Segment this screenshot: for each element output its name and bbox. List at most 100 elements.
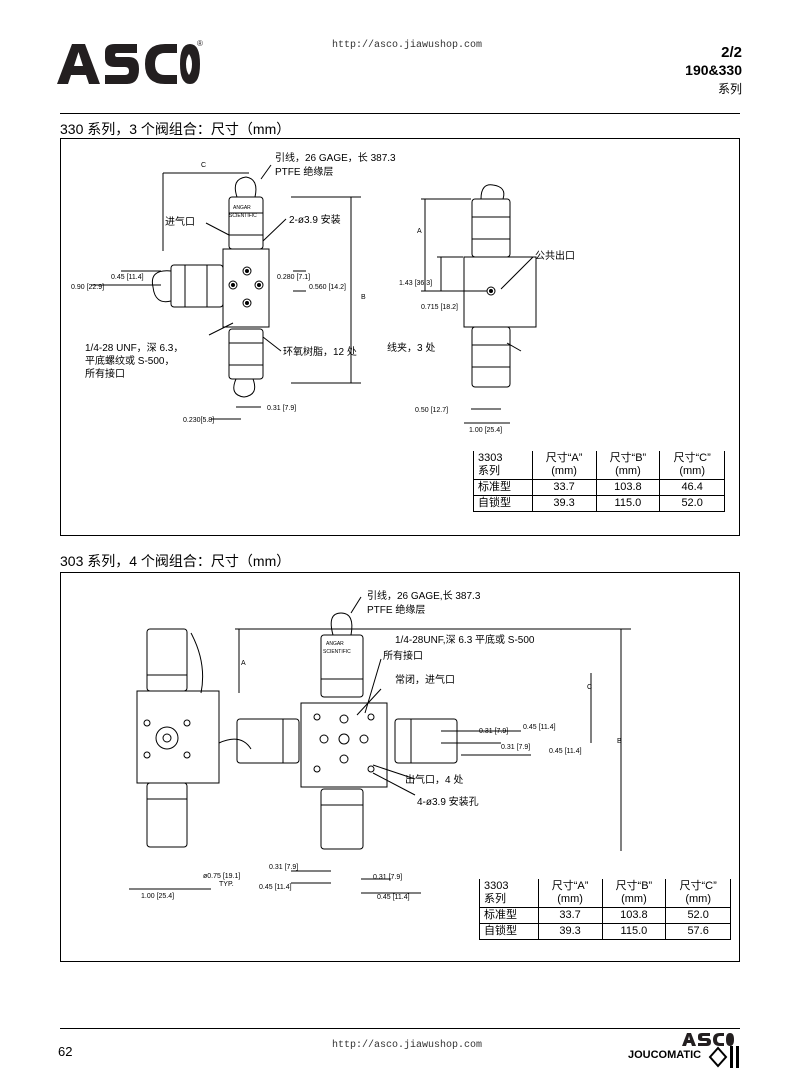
coil-left	[170, 264, 224, 308]
footer-rule	[60, 1028, 740, 1029]
s2-coil-top	[320, 634, 364, 698]
side-coil-bottom	[471, 326, 511, 388]
table-cell: 39.3	[531, 495, 597, 512]
table-cell: 标准型	[479, 907, 539, 924]
s2-coil-left	[236, 718, 300, 764]
table-cell: 52.0	[659, 495, 725, 512]
epoxy-label: 环氧树脂，12 处	[283, 345, 357, 358]
dim-280: 0.280 [7.1]	[277, 274, 310, 281]
asco-logo: ®	[57, 39, 203, 84]
table-header-1: 尺寸“A” (mm)	[537, 879, 603, 908]
common-outlet-label: 公共出口	[535, 249, 575, 262]
lead-label: 引线，26 GAGE，长 387.3	[275, 151, 396, 164]
table-cell: 46.4	[659, 479, 725, 496]
table-header-1: 尺寸“A” (mm)	[531, 451, 597, 480]
section2-title: 303 系列，4 个阀组合：尺寸（mm）	[60, 553, 291, 569]
dim-230: 0.230[5.8]	[183, 417, 214, 424]
s2-dim-031d: 0.31 [7.9]	[373, 874, 402, 881]
table-cell: 自锁型	[479, 923, 539, 940]
table-header-2: 尺寸“B” (mm)	[601, 879, 667, 908]
table-cell: 57.6	[665, 923, 731, 940]
s2-dim-045a: 0.45 [11.4]	[523, 724, 556, 731]
s2-lead-label: 引线，26 GAGE,长 387.3	[367, 589, 481, 602]
s2-nc-inlet-label: 常闭，进气口	[395, 673, 455, 686]
table-cell: 103.8	[601, 907, 667, 924]
page-number: 62	[58, 1044, 73, 1059]
s2-center-block	[300, 702, 388, 788]
s2-side-coil-top	[146, 628, 188, 692]
s2-coil-bottom	[320, 788, 364, 850]
s2-dim-045c: 0.45 [11.4]	[259, 884, 292, 891]
s2-dim-045b: 0.45 [11.4]	[549, 748, 582, 755]
table-cell: 33.7	[537, 907, 603, 924]
side-coil-top	[471, 198, 511, 258]
dim-b: B	[361, 294, 366, 301]
footer-url: http://asco.jiawushop.com	[332, 1040, 483, 1051]
table-cell: 33.7	[531, 479, 597, 496]
dim-031: 0.31 [7.9]	[267, 405, 296, 412]
section2-dim-table: 3303 系列尺寸“A” (mm)尺寸“B” (mm)尺寸“C” (mm) 标准…	[479, 879, 731, 940]
clips-label: 线夹，3 处	[387, 341, 435, 354]
s2-ports2-label: 所有接口	[383, 649, 423, 662]
dim-143: 1.43 [36.3]	[399, 280, 432, 287]
dim-a: A	[417, 228, 422, 235]
table-header-3: 尺寸“C” (mm)	[665, 879, 731, 908]
coil-brand2: SCIENTIFIC	[229, 213, 257, 219]
svg-text:®: ®	[197, 39, 203, 48]
dim-560: 0.560 [14.2]	[309, 284, 346, 291]
series-line: 190&330	[685, 62, 742, 78]
section2-drawing: A B C 0.45 [11.4] 0.31 [7.9] 0.31 [7.9] …	[129, 589, 631, 901]
table-header-0: 3303 系列	[473, 451, 533, 480]
s2-outlets-label: 出气口，4 处	[405, 773, 463, 786]
s2-dim-100: 1.00 [25.4]	[141, 893, 174, 900]
s2-dim-typ: TYP.	[219, 881, 234, 888]
s2-dim-075: ø0.75 [19.1]	[203, 873, 240, 880]
inlet-label: 进气口	[165, 215, 195, 228]
coil-brand: ANGAR	[233, 205, 251, 211]
s2-dim-c: C	[587, 684, 592, 691]
table-cell: 自锁型	[473, 495, 533, 512]
s2-dim-045d: 0.45 [11.4]	[377, 894, 410, 901]
section2-frame: A B C 0.45 [11.4] 0.31 [7.9] 0.31 [7.9] …	[60, 572, 740, 962]
header-url: http://asco.jiawushop.com	[332, 40, 483, 51]
side-block	[463, 256, 537, 328]
dim-100: 1.00 [25.4]	[469, 427, 502, 434]
table-cell: 115.0	[595, 495, 661, 512]
section1-drawing: C B A 0.45 [11.4] 0.90 [22.9] 0.280 [7.1…	[71, 151, 575, 434]
dim-090: 0.90 [22.9]	[71, 284, 104, 291]
coil-top	[228, 196, 264, 250]
s2-coil-right	[394, 718, 458, 764]
s2-insulation-label: PTFE 绝缘层	[367, 603, 425, 616]
dim-050: 0.50 [12.7]	[415, 407, 448, 414]
section1-frame: C B A 0.45 [11.4] 0.90 [22.9] 0.280 [7.1…	[60, 138, 740, 536]
mounting-label: 2-ø3.9 安装	[289, 213, 341, 226]
s2-dim-b: B	[617, 738, 622, 745]
coil-bottom	[228, 328, 264, 380]
dim-c: C	[201, 162, 206, 169]
footer-asco-logo	[682, 1033, 734, 1046]
s2-dim-a: A	[241, 660, 246, 667]
dim-715: 0.715 [18.2]	[421, 304, 458, 311]
s2-ports-label: 1/4-28UNF,深 6.3 平底或 S-500	[395, 633, 535, 646]
ports-label-3: 所有接口	[85, 367, 125, 380]
ports-label-1: 1/4-28 UNF，深 6.3，	[85, 342, 183, 354]
table-cell: 52.0	[665, 907, 731, 924]
section1-dim-table: 3303 系列尺寸“A” (mm)尺寸“B” (mm)尺寸“C” (mm) 标准…	[473, 451, 725, 512]
table-cell: 115.0	[601, 923, 667, 940]
table-cell: 39.3	[537, 923, 603, 940]
page-code: 2/2	[721, 44, 742, 61]
insulation-label: PTFE 绝缘层	[275, 165, 333, 178]
table-cell: 103.8	[595, 479, 661, 496]
table-header-0: 3303 系列	[479, 879, 539, 908]
section1-title: 330 系列，3 个阀组合：尺寸（mm）	[60, 121, 291, 137]
table-cell: 标准型	[473, 479, 533, 496]
s2-dim-031c: 0.31 [7.9]	[269, 864, 298, 871]
joucomatic-mark-icon	[708, 1046, 739, 1068]
s2-dim-031a: 0.31 [7.9]	[479, 728, 508, 735]
ports-label-2: 平底螺纹或 S-500，	[85, 354, 174, 367]
header-rule	[60, 113, 740, 114]
footer-brand: JOUCOMATIC	[628, 1049, 702, 1061]
